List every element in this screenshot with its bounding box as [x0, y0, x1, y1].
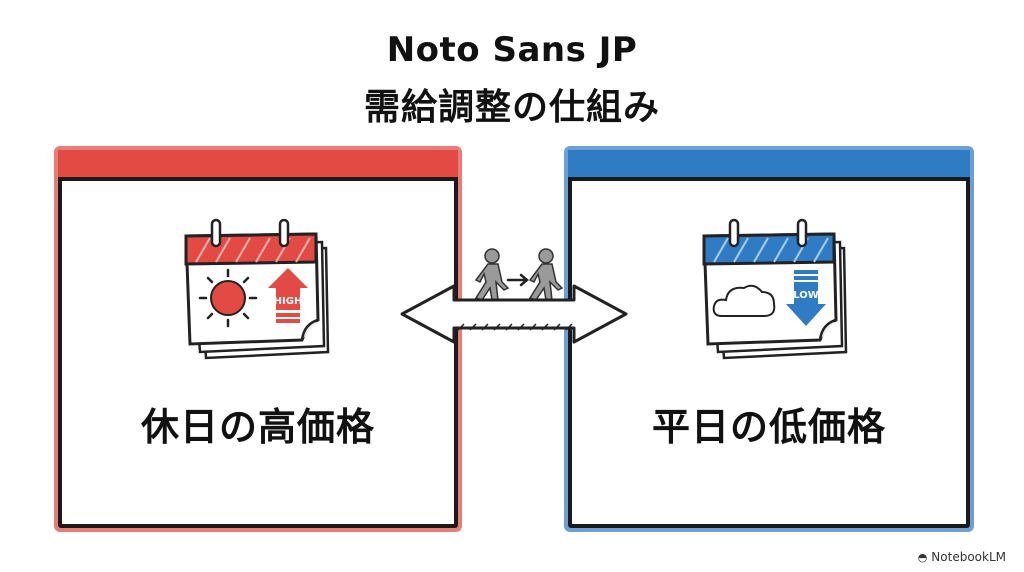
svg-text:LOW: LOW [793, 290, 819, 301]
notebooklm-logo-icon: ◓ [917, 550, 928, 564]
panel-header-bar [568, 150, 970, 181]
diagram-title-line2: 需給調整の仕組み [363, 87, 660, 128]
svg-text:HIGH: HIGH [274, 296, 303, 307]
calendar-sun-icon: HIGH [176, 212, 336, 376]
double-arrow-icon [396, 244, 632, 354]
calendar-cloud-icon: LOW [694, 212, 854, 376]
diagram-title-line1: Noto Sans JP [386, 30, 638, 70]
notebooklm-watermark: ◓ NotebookLM [917, 550, 1006, 564]
weekday-low-price-label: 平日の低価格 [651, 405, 886, 449]
walking-person-icon [474, 248, 564, 301]
holiday-high-price-label: 休日の高価格 [140, 405, 375, 449]
weekday-low-price-panel: LOW 平日の低価格 [564, 146, 974, 532]
holiday-high-price-panel: HIGH 休日の高価格 [54, 146, 462, 532]
panel-header-bar [58, 150, 458, 181]
